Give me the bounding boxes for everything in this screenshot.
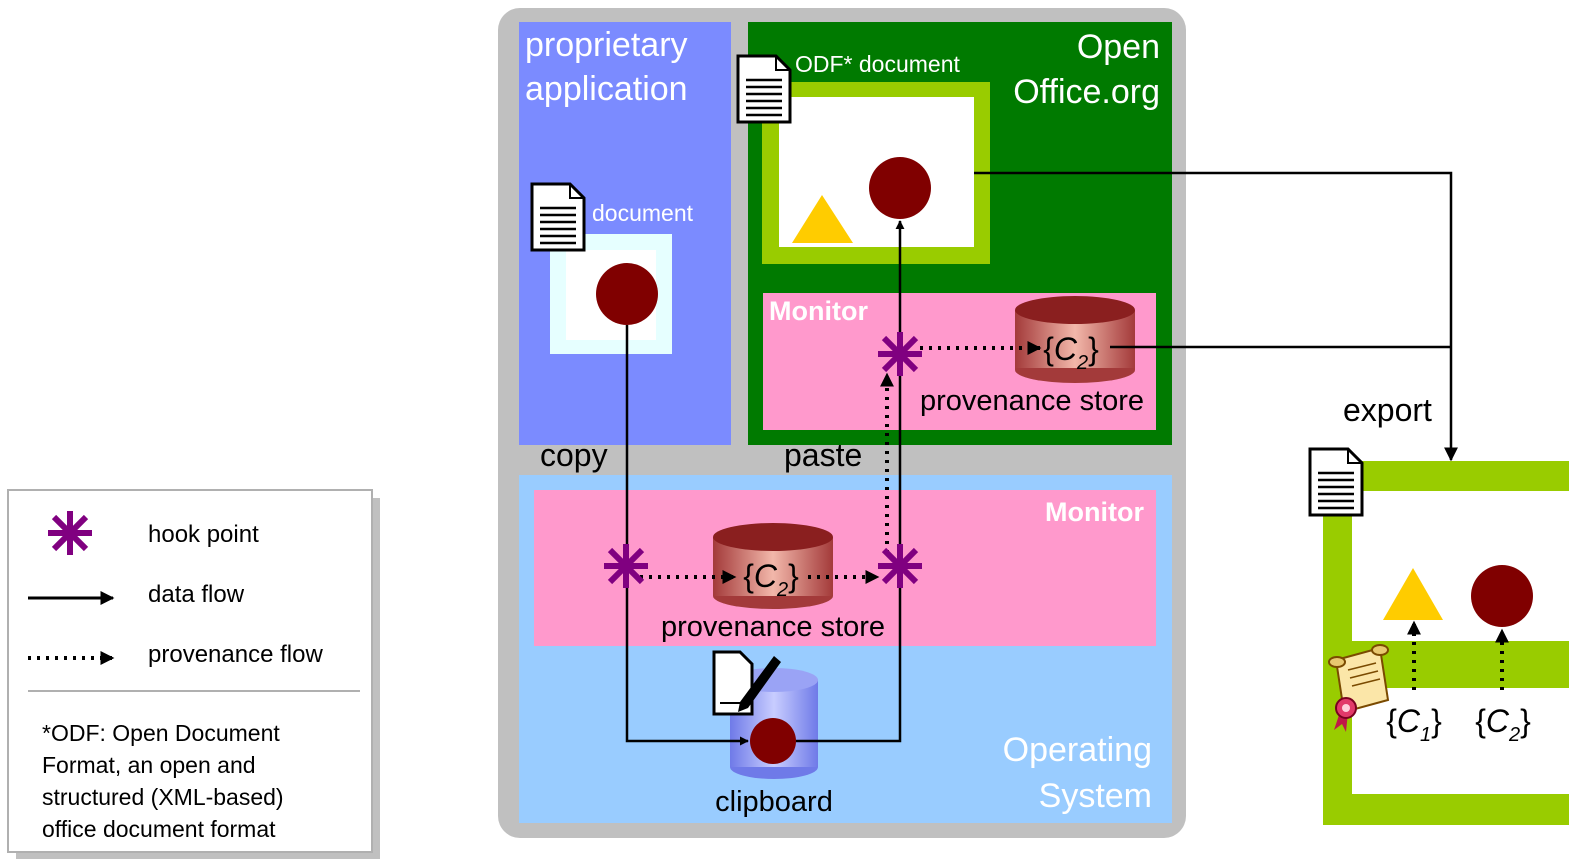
- legend-footnote-line-1: *ODF: Open Document: [42, 720, 280, 746]
- os-monitor-label: Monitor: [1045, 497, 1144, 527]
- openoffice-title-line-1: Open: [1077, 28, 1160, 66]
- legend-hook-point-icon: [48, 511, 92, 555]
- legend-footnote-line-2: Format, an open and: [42, 752, 256, 778]
- openoffice-title-line-2: Office.org: [1013, 73, 1160, 111]
- export-data-flow-arrow: [974, 171, 1458, 462]
- exported-c1-label: {C1}: [1386, 703, 1442, 746]
- proprietary-title-line-2: application: [525, 70, 688, 108]
- exported-c2-label: {C2}: [1475, 703, 1531, 746]
- odf-document-label: ODF* document: [795, 51, 961, 77]
- data-circle-clipboard: [750, 718, 796, 764]
- openoffice-provenance-store: [1015, 296, 1135, 383]
- proprietary-document-label: document: [592, 200, 694, 226]
- triangle-object: [792, 195, 853, 243]
- copy-label: copy: [540, 437, 608, 473]
- exported-document-lower-page: [1352, 688, 1569, 794]
- hook-point-icon-paste: [878, 544, 922, 588]
- provenance-flows: [640, 341, 1042, 584]
- legend-footnote-line-3: structured (XML-based): [42, 784, 284, 810]
- legend-footnote-line-4: office document format: [42, 816, 276, 842]
- data-circle-source: [596, 263, 658, 325]
- hook-point-icon-copy: [604, 544, 648, 588]
- openoffice-panel: Open Office.org ODF* document Monitor {C…: [736, 22, 1172, 445]
- paste-label: paste: [784, 437, 862, 473]
- operating-system-panel: Monitor Operating System {C2} provenance…: [519, 475, 1172, 823]
- legend: hook point data flow provenance flow *OD…: [7, 489, 380, 859]
- data-flows: [625, 171, 1458, 746]
- hook-point-icon-openoffice: [878, 332, 922, 376]
- os-provenance-store: [713, 523, 833, 609]
- openoffice-store-content: {C2}: [1043, 331, 1099, 374]
- openoffice-store-label: provenance store: [920, 385, 1144, 417]
- document-icon: [530, 182, 586, 252]
- proprietary-application-panel: proprietary application document: [519, 22, 731, 445]
- os-store-content: {C2}: [743, 558, 799, 601]
- openoffice-monitor-label: Monitor: [769, 296, 868, 326]
- legend-data-flow-label: data flow: [148, 581, 245, 608]
- paste-data-flow-arrow: [796, 220, 905, 743]
- os-title-line-1: Operating: [1003, 731, 1152, 769]
- clipboard-label: clipboard: [715, 786, 833, 818]
- odf-document-icon: [736, 54, 792, 124]
- export-label: export: [1343, 392, 1432, 428]
- legend-hook-point-label: hook point: [148, 521, 259, 548]
- exported-triangle-object: [1383, 568, 1443, 620]
- exported-document: {C1} {C2}: [1308, 447, 1569, 825]
- legend-provenance-flow-label: provenance flow: [148, 641, 323, 668]
- certificate-scroll-icon: [1328, 644, 1390, 732]
- copy-data-flow-arrow: [625, 325, 749, 746]
- exported-data-circle: [1471, 565, 1533, 627]
- proprietary-title-line-1: proprietary: [525, 26, 688, 64]
- clipboard-note-icon: [712, 650, 781, 716]
- data-circle-pasted: [869, 157, 931, 219]
- os-title-line-2: System: [1039, 777, 1152, 815]
- os-store-label: provenance store: [661, 611, 885, 643]
- exported-document-icon: [1308, 447, 1364, 517]
